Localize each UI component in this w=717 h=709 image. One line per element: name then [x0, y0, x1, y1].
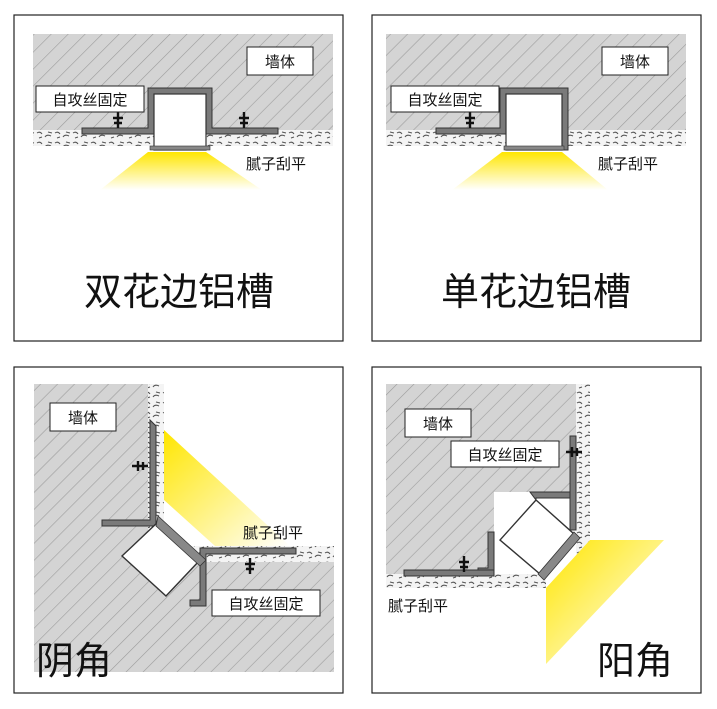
putty-label: 腻子刮平	[388, 597, 448, 615]
screw-label-box	[35, 85, 145, 113]
screw-icon	[465, 112, 475, 128]
wall-label: 墙体	[620, 53, 650, 71]
wall-label-box	[404, 408, 472, 438]
screw-icon	[132, 461, 255, 574]
screw-label-box	[390, 85, 500, 113]
panel-title: 双花边铝槽	[84, 270, 274, 314]
light-beam	[452, 152, 608, 190]
putty-layer-vertical	[576, 384, 590, 574]
aluminum-profile	[81, 87, 279, 151]
aluminum-profile	[435, 87, 569, 151]
panel-outer-corner: 墙体 自攻丝固定 腻子刮平 阳角	[371, 366, 702, 694]
panel-title: 阳角	[597, 639, 673, 683]
screw-icon	[459, 447, 582, 572]
putty-label: 腻子刮平	[246, 155, 306, 173]
putty-layer-horizontal	[386, 574, 546, 588]
panel-title: 单花边铝槽	[441, 270, 631, 314]
wall-label-box	[601, 46, 669, 76]
aluminum-profile	[101, 418, 297, 607]
wall-label-box	[49, 402, 117, 432]
light-beam	[546, 540, 664, 664]
screw-label: 自攻丝固定	[467, 446, 542, 464]
screw-label: 自攻丝固定	[228, 595, 303, 613]
screw-label-box	[211, 589, 321, 617]
panel-inner-corner: 墙体 自攻丝固定 腻子刮平 阴角	[13, 366, 344, 694]
panel-double-flange: 墙体 自攻丝固定 腻子刮平 双花边铝槽	[13, 14, 344, 342]
panel-single-flange: 墙体 自攻丝固定 腻子刮平 单花边铝槽	[371, 14, 702, 342]
screw-label: 自攻丝固定	[52, 91, 127, 109]
wall-label: 墙体	[68, 409, 98, 427]
screw-label-box	[450, 440, 560, 468]
wall-label: 墙体	[265, 53, 295, 71]
panel-title: 阴角	[36, 639, 112, 683]
light-beam	[100, 152, 262, 190]
light-beam	[164, 430, 290, 546]
wall-label: 墙体	[423, 415, 453, 433]
putty-label: 腻子刮平	[243, 524, 303, 542]
putty-label: 腻子刮平	[598, 155, 658, 173]
screw-label: 自攻丝固定	[407, 91, 482, 109]
wall-label-box	[246, 46, 314, 76]
screw-icon	[113, 112, 249, 128]
aluminum-profile	[403, 435, 581, 581]
